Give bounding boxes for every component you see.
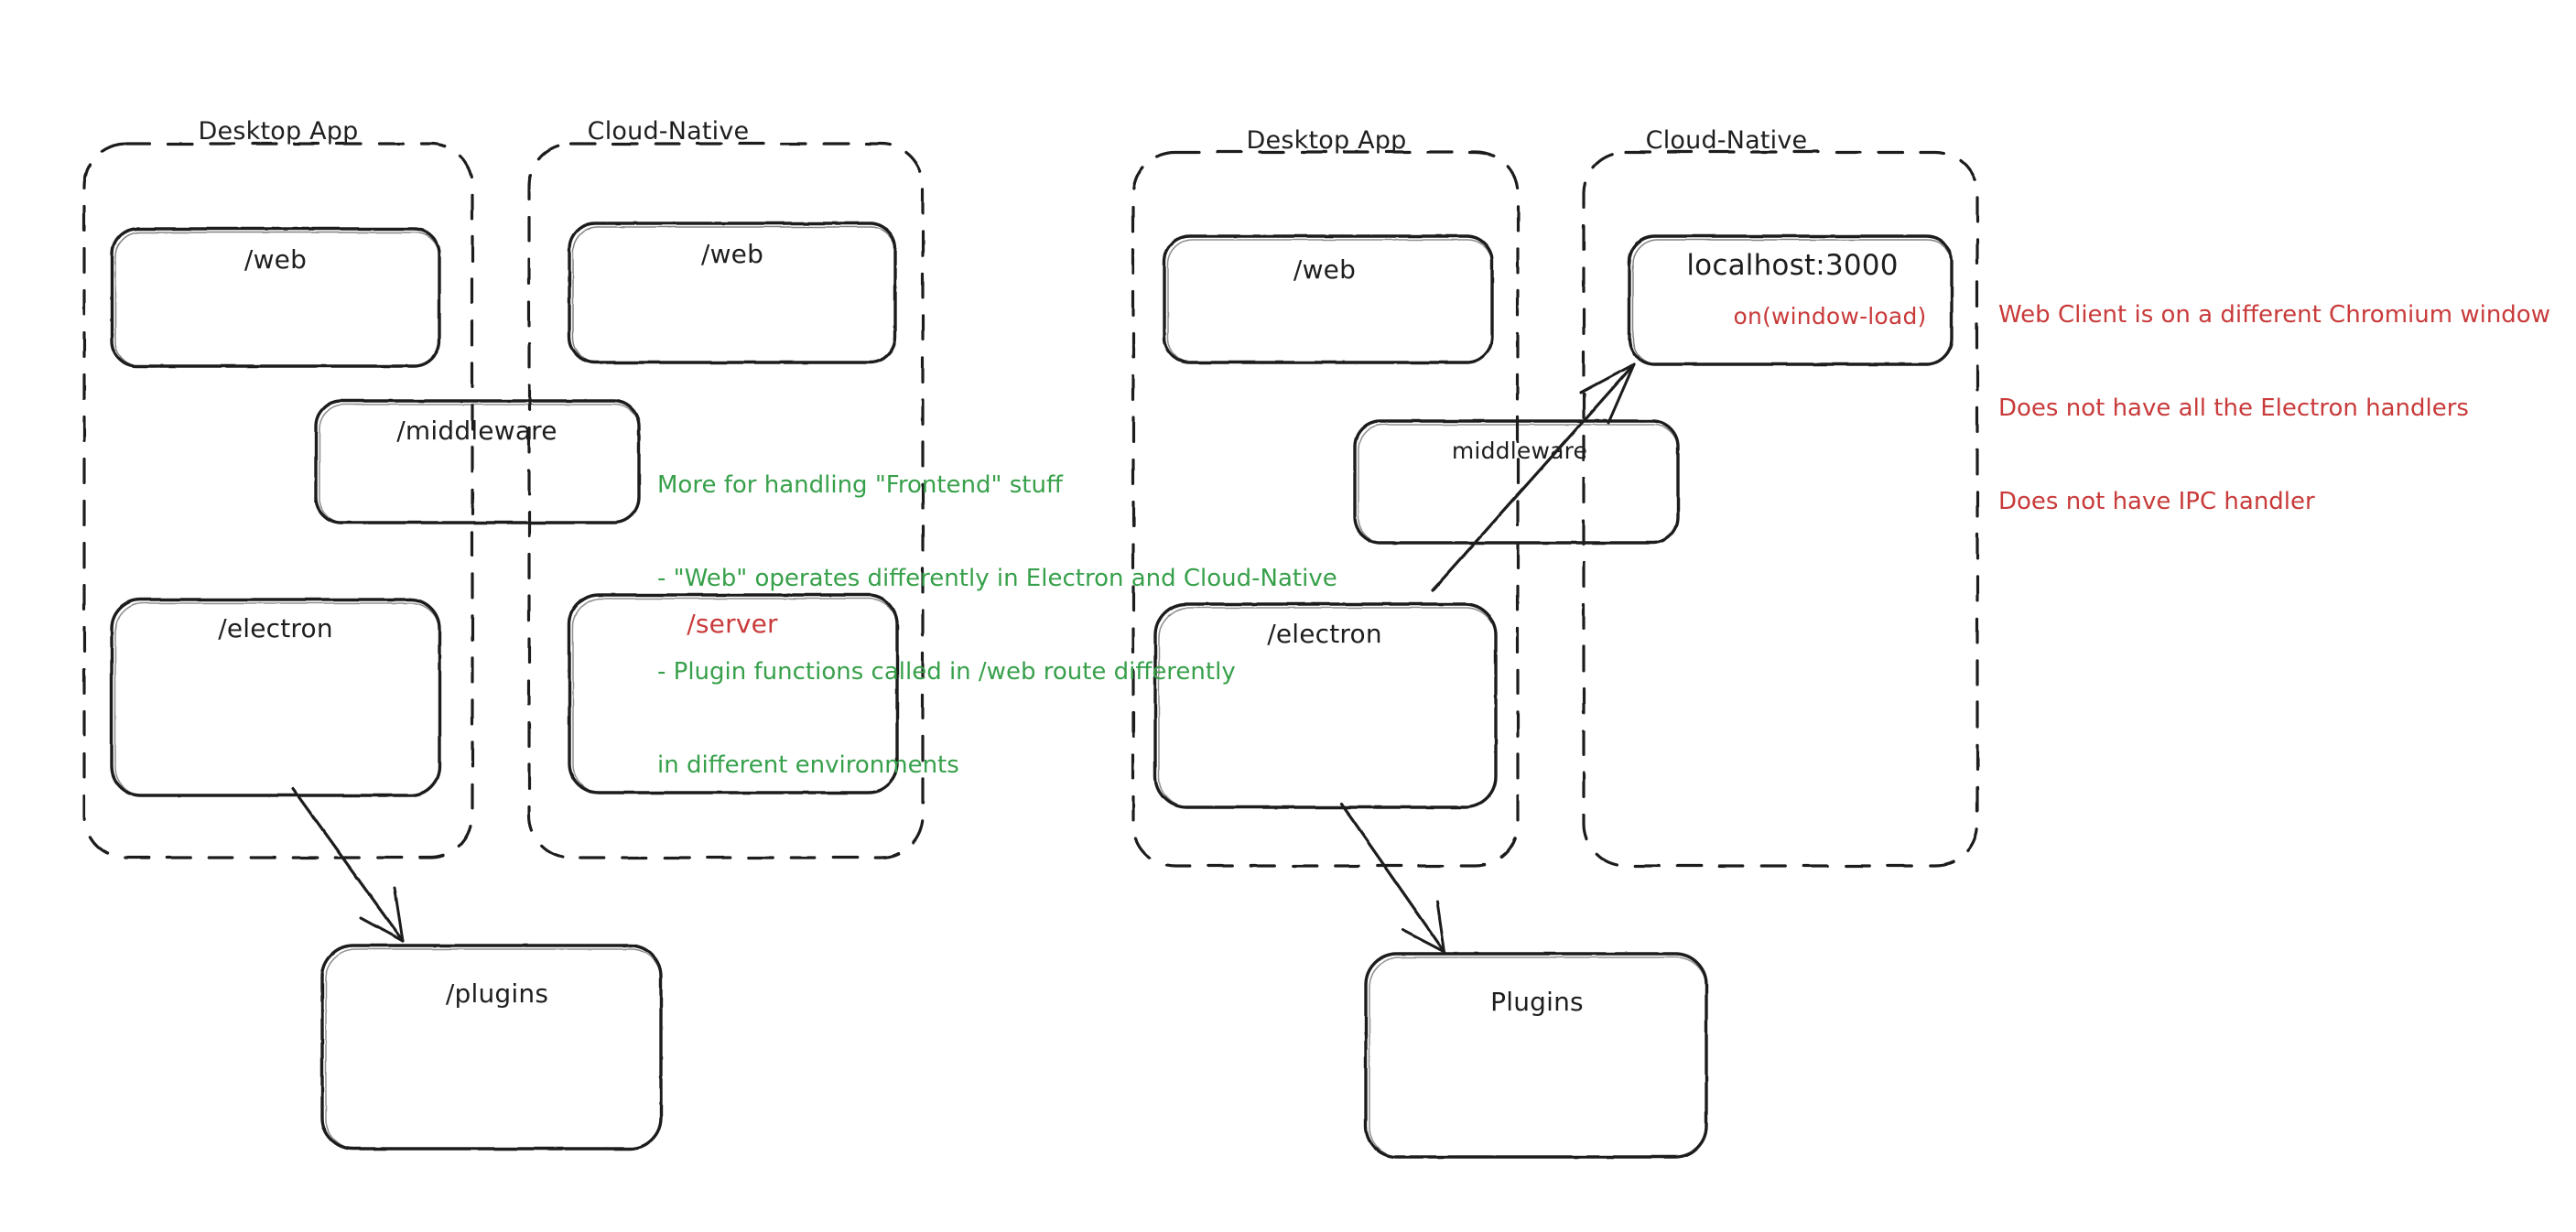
box-left-plugins[interactable]: [320, 944, 663, 1151]
box-right-plugins[interactable]: [1364, 952, 1708, 1159]
box-label-left-plugins: /plugins: [445, 978, 549, 1009]
group-title-left-desktop-app: Desktop App: [198, 117, 359, 146]
annotation-line-2: - "Web" operates differently in Electron…: [657, 565, 1337, 592]
group-title-left-cloud-native: Cloud-Native: [587, 117, 750, 146]
arrow-left-electron-to-plugins: [291, 787, 405, 943]
annotation-web-client-note: Web Client is on a different Chromium wi…: [1998, 237, 2550, 548]
box-label-left-server: /server: [687, 609, 778, 639]
group-right-cloud-native: [1582, 150, 1979, 868]
box-left-web[interactable]: [110, 227, 441, 368]
box-label-left-electron: /electron: [218, 613, 333, 643]
annotation-line-3: Does not have IPC handler: [1998, 488, 2315, 515]
group-left-desktop-app: [82, 142, 474, 859]
group-right-desktop-app: [1131, 150, 1520, 868]
box-label-right-web: /web: [1293, 254, 1357, 285]
box-left-cloud-web[interactable]: [568, 222, 897, 364]
box-label-right-localhost: localhost:3000: [1686, 249, 1899, 282]
arrow-right-electron-to-localhost: [1431, 362, 1636, 592]
box-left-electron[interactable]: [110, 598, 441, 797]
box-left-middleware[interactable]: [314, 399, 641, 524]
box-right-electron[interactable]: [1153, 602, 1498, 809]
box-right-web[interactable]: [1163, 234, 1494, 364]
annotation-line-1: Web Client is on a different Chromium wi…: [1998, 301, 2550, 329]
group-left-cloud-native: [527, 142, 925, 859]
box-sublabel-on-window-load: on(window-load): [1733, 303, 1927, 330]
arrow-right-electron-to-plugins: [1339, 802, 1446, 954]
box-label-right-middleware: middleware: [1451, 438, 1588, 464]
box-label-left-cloud-web: /web: [700, 239, 764, 269]
box-label-right-electron: /electron: [1267, 619, 1382, 649]
box-label-right-plugins: Plugins: [1490, 987, 1584, 1017]
group-title-right-cloud-native: Cloud-Native: [1645, 126, 1808, 155]
box-label-left-middleware: /middleware: [396, 416, 557, 446]
annotation-line-1: More for handling "Frontend" stuff: [657, 471, 1063, 499]
annotation-line-2: Does not have all the Electron handlers: [1998, 394, 2469, 422]
box-right-middleware[interactable]: [1353, 419, 1680, 545]
box-label-left-web: /web: [244, 244, 308, 275]
group-title-right-desktop-app: Desktop App: [1246, 126, 1407, 155]
annotation-line-3: - Plugin functions called in /web route …: [657, 658, 1236, 686]
box-right-localhost[interactable]: [1628, 234, 1954, 366]
annotation-frontend-note: More for handling "Frontend" stuff - "We…: [657, 407, 1337, 812]
annotation-line-4: in different environments: [657, 751, 959, 779]
box-left-server[interactable]: [568, 593, 899, 794]
